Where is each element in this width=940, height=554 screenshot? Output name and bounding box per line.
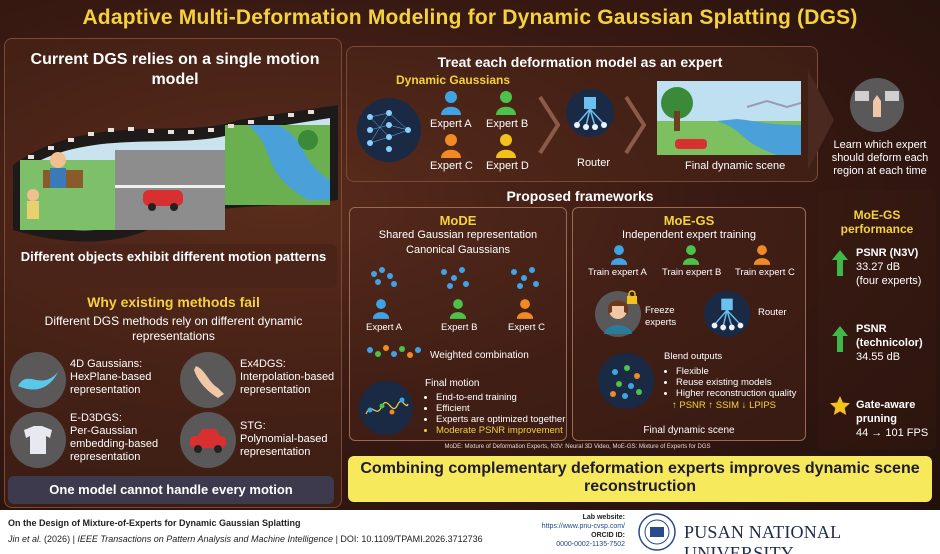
perf-pruning: Gate-aware pruning 44 → 101 FPS <box>856 399 929 439</box>
list-item: Higher reconstruction quality <box>676 388 796 399</box>
moegs-router-icon <box>703 290 751 338</box>
different-motion-box: Different objects exhibit different moti… <box>10 244 337 288</box>
train-expert-b-icon <box>682 245 700 265</box>
perf-n3v: PSNR (N3V) 33.27 dB (four experts) <box>856 247 922 287</box>
router-label: Router <box>577 157 611 169</box>
train-expert-c-label: Train expert C <box>735 267 795 278</box>
lab-website-link[interactable]: https://www.pnu-cvsp.com/ <box>541 523 625 530</box>
train-expert-c-icon <box>753 245 771 265</box>
moegs-title: MoE-GS <box>663 213 715 228</box>
expert-b-label: Expert B <box>486 118 529 130</box>
lock-icon <box>627 290 637 304</box>
expert-d-icon <box>496 134 516 158</box>
list-item: End-to-end training <box>436 392 565 403</box>
final-motion-label: Final motion <box>425 378 480 389</box>
weighted-combination-dots <box>367 345 421 358</box>
metrics-label: ↑ PSNR ↑ SSIM ↓ LPIPS <box>672 400 776 411</box>
canonical-gaussians-dots <box>371 267 539 289</box>
expert-d-label: Expert D <box>486 160 529 172</box>
train-expert-a-icon <box>610 245 628 265</box>
expert-b-icon <box>496 91 516 115</box>
neural-network-icon <box>357 98 421 162</box>
weighted-combination-label: Weighted combination <box>430 350 529 361</box>
train-expert-b-label: Train expert B <box>662 267 722 278</box>
chevron-right-icon <box>624 95 646 155</box>
arrow-up-icon <box>832 326 848 352</box>
list-item: Flexible <box>676 366 796 377</box>
mode-title: MoDE <box>439 213 477 228</box>
list-item: Reuse existing models <box>676 377 796 388</box>
why-fail-heading: Why existing methods fail <box>87 294 260 310</box>
conclusion-banner: Combining complementary deformation expe… <box>348 456 932 502</box>
perf-technicolor: PSNR (technicolor) 34.55 dB <box>856 323 923 363</box>
chevron-right-icon <box>538 95 560 155</box>
mode-panel <box>349 207 567 441</box>
freeze-experts-label: Freeze experts <box>645 305 677 328</box>
expert-a-icon <box>441 91 461 115</box>
one-model-box: One model cannot handle every motion <box>8 476 334 504</box>
car-icon <box>180 412 236 468</box>
citation: Jin et al. (2026) | IEEE Transactions on… <box>8 534 483 544</box>
expert-row-heading: Treat each deformation model as an exper… <box>437 54 723 70</box>
mode-expert-b-icon <box>449 299 467 319</box>
mode-expert-a-icon <box>372 299 390 319</box>
mode-expert-b-label: Expert B <box>441 322 478 333</box>
blend-outputs-label: Blend outputs <box>664 351 723 362</box>
paper-title: On the Design of Mixture-of-Experts for … <box>8 518 301 528</box>
film-strip-illustration <box>13 105 338 242</box>
learn-expert-text: Learn which expert should deform each re… <box>831 139 929 177</box>
mode-shared-label: Shared Gaussian representation <box>378 229 538 241</box>
abbreviation-note: MoDE: Mixture of Deformation Experts, N3… <box>444 444 711 450</box>
single-model-heading: Current DGS relies on a single motion mo… <box>30 51 320 88</box>
method-ed3dgs: E-D3DGS: Per-Gaussian embedding-based re… <box>70 412 159 463</box>
mode-expert-c-icon <box>516 299 534 319</box>
expert-c-icon <box>441 134 461 158</box>
list-item: Moderate PSNR improvement <box>436 425 565 436</box>
university-seal-icon <box>638 513 676 551</box>
moegs-bullets: Flexible Reuse existing models Higher re… <box>676 366 796 399</box>
mode-bullets: End-to-end training Efficient Experts ar… <box>436 392 565 436</box>
mode-canonical-label: Canonical Gaussians <box>406 244 510 256</box>
final-scene-image <box>657 81 801 155</box>
moegs-router-label: Router <box>758 307 787 318</box>
direction-hand-icon <box>850 78 904 132</box>
wave-icon <box>10 352 66 408</box>
car-icon <box>143 190 183 206</box>
method-4dgaussians: 4D Gaussians: HexPlane-based representat… <box>70 358 152 396</box>
why-fail-subtitle: Different DGS methods rely on different … <box>44 314 303 343</box>
method-stg: STG: Polynomial-based representation <box>240 420 328 458</box>
shirt-icon <box>10 412 66 468</box>
arm-icon <box>180 352 236 408</box>
blend-outputs-icon <box>598 353 654 409</box>
method-ex4dgs: Ex4DGS: Interpolation-based representati… <box>240 358 335 396</box>
router-icon <box>566 89 614 137</box>
star-icon <box>830 396 850 415</box>
train-expert-a-label: Train expert A <box>588 267 647 278</box>
arrow-up-icon <box>832 250 848 276</box>
moegs-subtitle: Independent expert training <box>622 229 756 241</box>
chevron-right-icon <box>808 70 834 170</box>
mode-expert-c-label: Expert C <box>508 322 545 333</box>
dynamic-gaussians-label: Dynamic Gaussians <box>396 73 511 87</box>
footer: On the Design of Mixture-of-Experts for … <box>0 510 940 554</box>
final-scene-label: Final dynamic scene <box>685 160 786 172</box>
expert-a-label: Expert A <box>430 118 472 130</box>
perf-title: MoE-GS performance <box>840 208 914 236</box>
orcid-link[interactable]: 0000-0002-1135-7502 <box>556 541 625 548</box>
page-title: Adaptive Multi-Deformation Modeling for … <box>82 6 858 29</box>
moegs-final-scene-label: Final dynamic scene <box>643 425 735 436</box>
list-item: Experts are optimized together <box>436 414 565 425</box>
list-item: Efficient <box>436 403 565 414</box>
lab-info: Lab website: https://www.pnu-cvsp.com/ O… <box>530 513 625 549</box>
motion-trajectory-icon <box>359 381 413 435</box>
infographic: Adaptive Multi-Deformation Modeling for … <box>0 0 940 510</box>
university-name: PUSAN NATIONAL UNIVERSITY <box>684 522 841 554</box>
expert-c-label: Expert C <box>430 160 473 172</box>
mode-expert-a-label: Expert A <box>366 322 402 333</box>
proposed-frameworks-heading: Proposed frameworks <box>506 188 654 204</box>
